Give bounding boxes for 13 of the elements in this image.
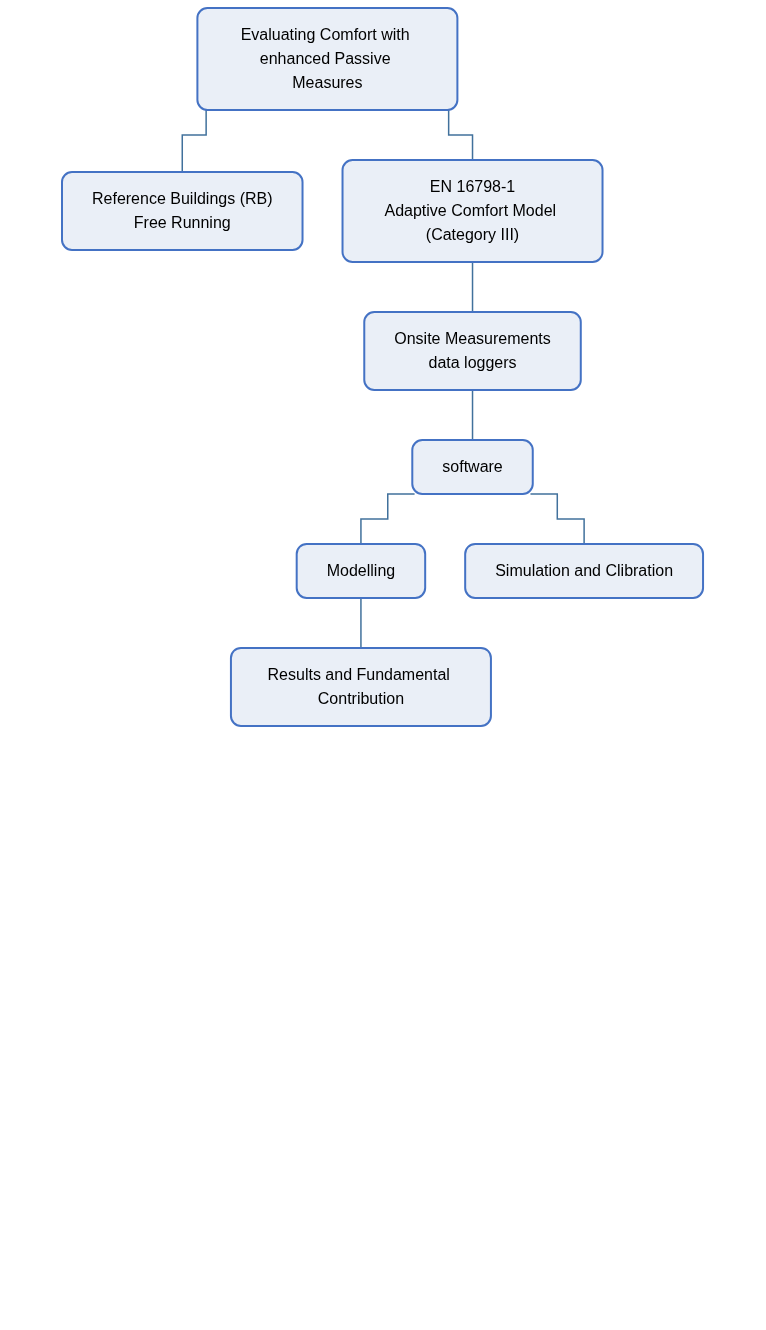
node-box: Modelling [296, 543, 427, 599]
node-box: Results and Fundamental Contribution [230, 647, 493, 727]
connector [472, 389, 474, 441]
node-box: Reference Buildings (RB) Free Running [61, 171, 304, 251]
connector [530, 493, 586, 545]
node-box: Evaluating Comfort with enhanced Passive Measures [196, 7, 459, 111]
node-box: EN 16798-1 Adaptive Comfort Model (Category III) [342, 159, 604, 263]
connector [360, 493, 416, 545]
node-box: Simulation and Clibration [464, 543, 705, 599]
connector [360, 597, 363, 649]
node-box: software [411, 439, 535, 495]
node-box: Onsite Measurements data loggers [363, 311, 583, 391]
connector [472, 261, 474, 313]
